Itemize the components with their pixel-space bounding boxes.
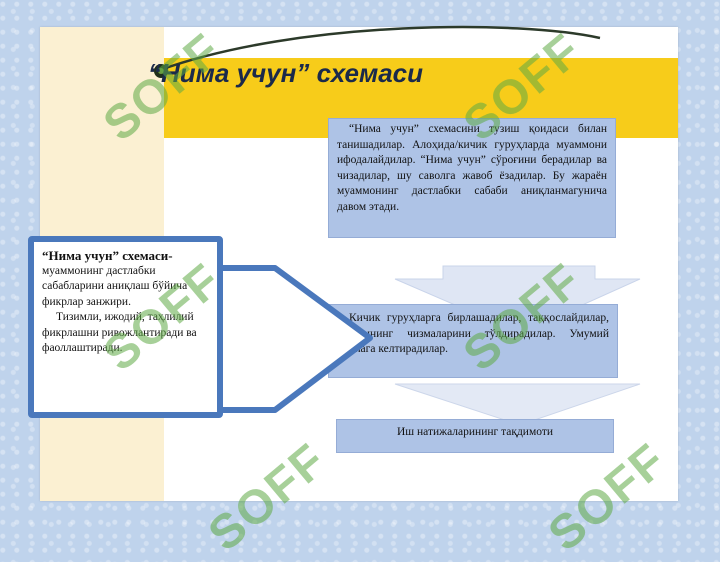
step-box-rules: “Нима учун” схемасини тузиш қоидаси била… [328,118,616,238]
definition-benefits: Тизимли, ижодий, таҳлилий фикрлашни риво… [42,311,197,354]
curve-decoration [154,25,601,78]
definition-box: “Нима учун” схемаси- муаммонинг дастлабк… [28,236,223,418]
definition-heading: “Нима учун” схемаси- [42,248,173,263]
definition-text: муаммонинг дастлабки сабабларини аниқлаш… [42,264,188,308]
page-title: “Нима учун” схемаси [148,58,424,88]
step-box-presentation: Иш натижаларининг тақдимоти [336,419,614,453]
